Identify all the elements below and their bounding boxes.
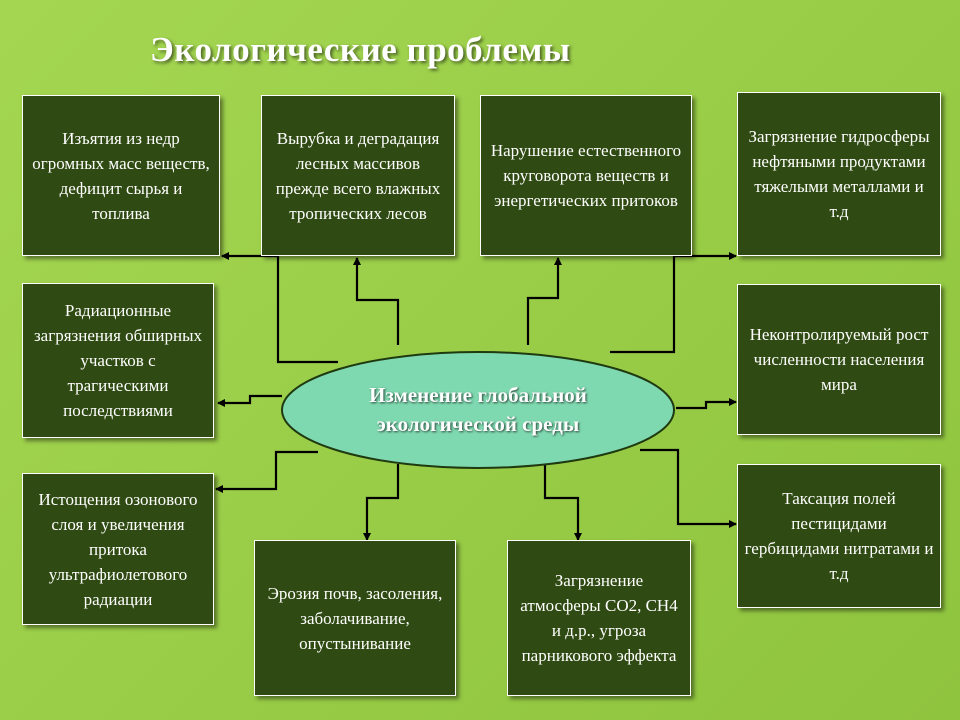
box-hydrosphere-text: Загрязнение гидросферы нефтяными продукт… [748,127,930,221]
box-radiation: Радиационные загрязнения обширных участк… [22,283,214,438]
box-soil-erosion-text: Эрозия почв, засоления, заболачивание, о… [267,583,443,653]
box-population: Неконтролируемый рост численности населе… [737,284,941,435]
box-deforestation-text: Вырубка и деградация лесных массивов пре… [275,128,441,223]
connector-extraction [221,252,338,364]
box-ozone-text: Истощения озонового слоя и увеличения пр… [38,489,198,609]
connector-cycle [526,257,562,345]
center-label: Изменение глобальной экологической среды [369,383,587,436]
connector-soil-erosion [363,464,400,541]
center-ellipse [281,351,675,469]
box-pesticides: Таксация полей пестицидами гербицидами н… [737,464,941,608]
box-population-text: Неконтролируемый рост численности населе… [749,325,929,394]
connector-deforestation [353,257,400,345]
connector-hydrosphere [610,252,737,354]
page-title: Экологические проблемы [150,30,571,69]
box-radiation-text: Радиационные загрязнения обширных участк… [33,301,203,420]
box-atmosphere-text: Загрязнение атмосферы СО2, СН4 и д.р., у… [520,571,678,665]
connector-pesticides [640,448,737,528]
connector-atmosphere [543,464,582,541]
box-soil-erosion: Эрозия почв, засоления, заболачивание, о… [254,540,456,696]
box-pesticides-text: Таксация полей пестицидами гербицидами н… [744,489,934,583]
box-atmosphere: Загрязнение атмосферы СО2, СН4 и д.р., у… [507,540,691,696]
connector-ozone [215,450,318,493]
box-cycle-disruption-text: Нарушение естественного круговорота веще… [490,141,682,210]
box-cycle-disruption: Нарушение естественного круговорота веще… [480,95,692,256]
connector-population [676,398,737,410]
box-hydrosphere: Загрязнение гидросферы нефтяными продукт… [737,92,941,256]
box-extraction: Изъятия из недр огромных масс веществ, д… [22,95,220,256]
box-deforestation: Вырубка и деградация лесных массивов пре… [261,95,455,256]
box-ozone: Истощения озонового слоя и увеличения пр… [22,473,214,625]
connector-radiation [217,394,282,407]
box-extraction-text: Изъятия из недр огромных масс веществ, д… [32,128,210,223]
